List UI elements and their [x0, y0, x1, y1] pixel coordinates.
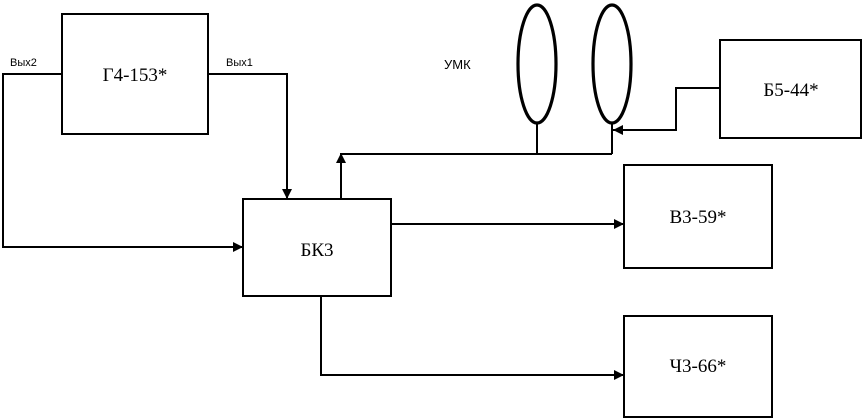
frequency-meter-label: Ч3-66*: [670, 356, 727, 377]
coupler-block: БК3: [242, 198, 392, 297]
coil-left: [516, 3, 558, 125]
wire-b5-to-umk: [613, 87, 720, 135]
coil-label: УМК: [444, 57, 471, 72]
coil-right: [591, 3, 633, 125]
frequency-meter-block: Ч3-66*: [623, 315, 773, 418]
voltmeter-label: В3-59*: [670, 207, 727, 228]
generator-label: Г4-153*: [103, 65, 168, 86]
wire-bk3-to-ch3: [320, 296, 624, 380]
power-supply-label: Б5-44*: [763, 80, 818, 101]
out1-label: Вых1: [226, 57, 253, 69]
power-supply-block: Б5-44*: [719, 39, 862, 139]
wire-out1-to-bk3: [208, 73, 292, 199]
wire-out2-to-bk3: [2, 73, 243, 252]
out2-label: Вых2: [10, 57, 37, 69]
coupler-label: БК3: [300, 240, 333, 261]
voltmeter-block: В3-59*: [623, 164, 773, 269]
generator-block: Г4-153*: [61, 13, 209, 135]
